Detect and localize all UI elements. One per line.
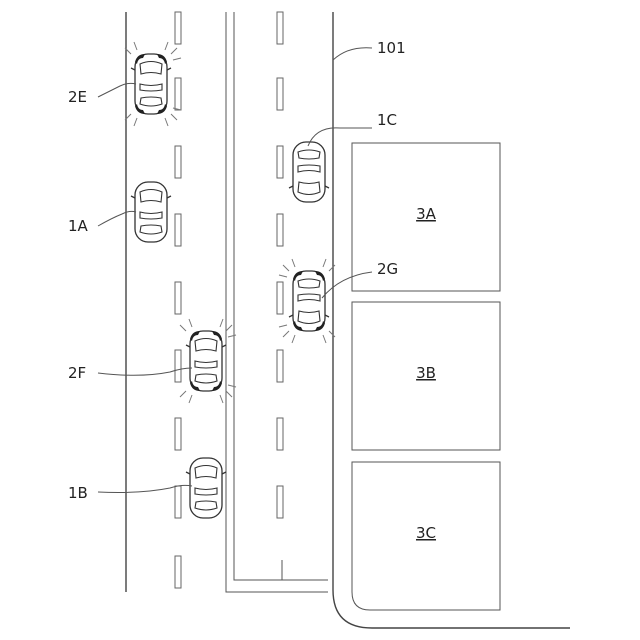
car-1B	[186, 458, 226, 518]
label-1C: 1C	[377, 111, 397, 129]
lot-label-3C: 3C	[416, 524, 436, 542]
leader-101	[333, 48, 372, 60]
label-1B: 1B	[68, 484, 88, 502]
leader-2E	[98, 83, 136, 97]
road-right-edge	[333, 12, 570, 628]
label-101: 101	[377, 39, 406, 57]
leader-1A	[98, 211, 136, 226]
lot-label-3B: 3B	[416, 364, 436, 382]
left-lane-dashes	[175, 12, 181, 588]
leader-2G	[322, 272, 372, 298]
label-2G: 2G	[377, 260, 398, 278]
car-1C	[289, 142, 329, 202]
label-1A: 1A	[68, 217, 89, 235]
label-2E: 2E	[68, 88, 87, 106]
car-2G	[279, 259, 335, 343]
lot-label-3A: 3A	[416, 205, 437, 223]
label-2F: 2F	[68, 364, 86, 382]
car-2F	[180, 319, 236, 403]
right-lane-dashes	[277, 12, 283, 518]
car-1A	[131, 182, 171, 242]
